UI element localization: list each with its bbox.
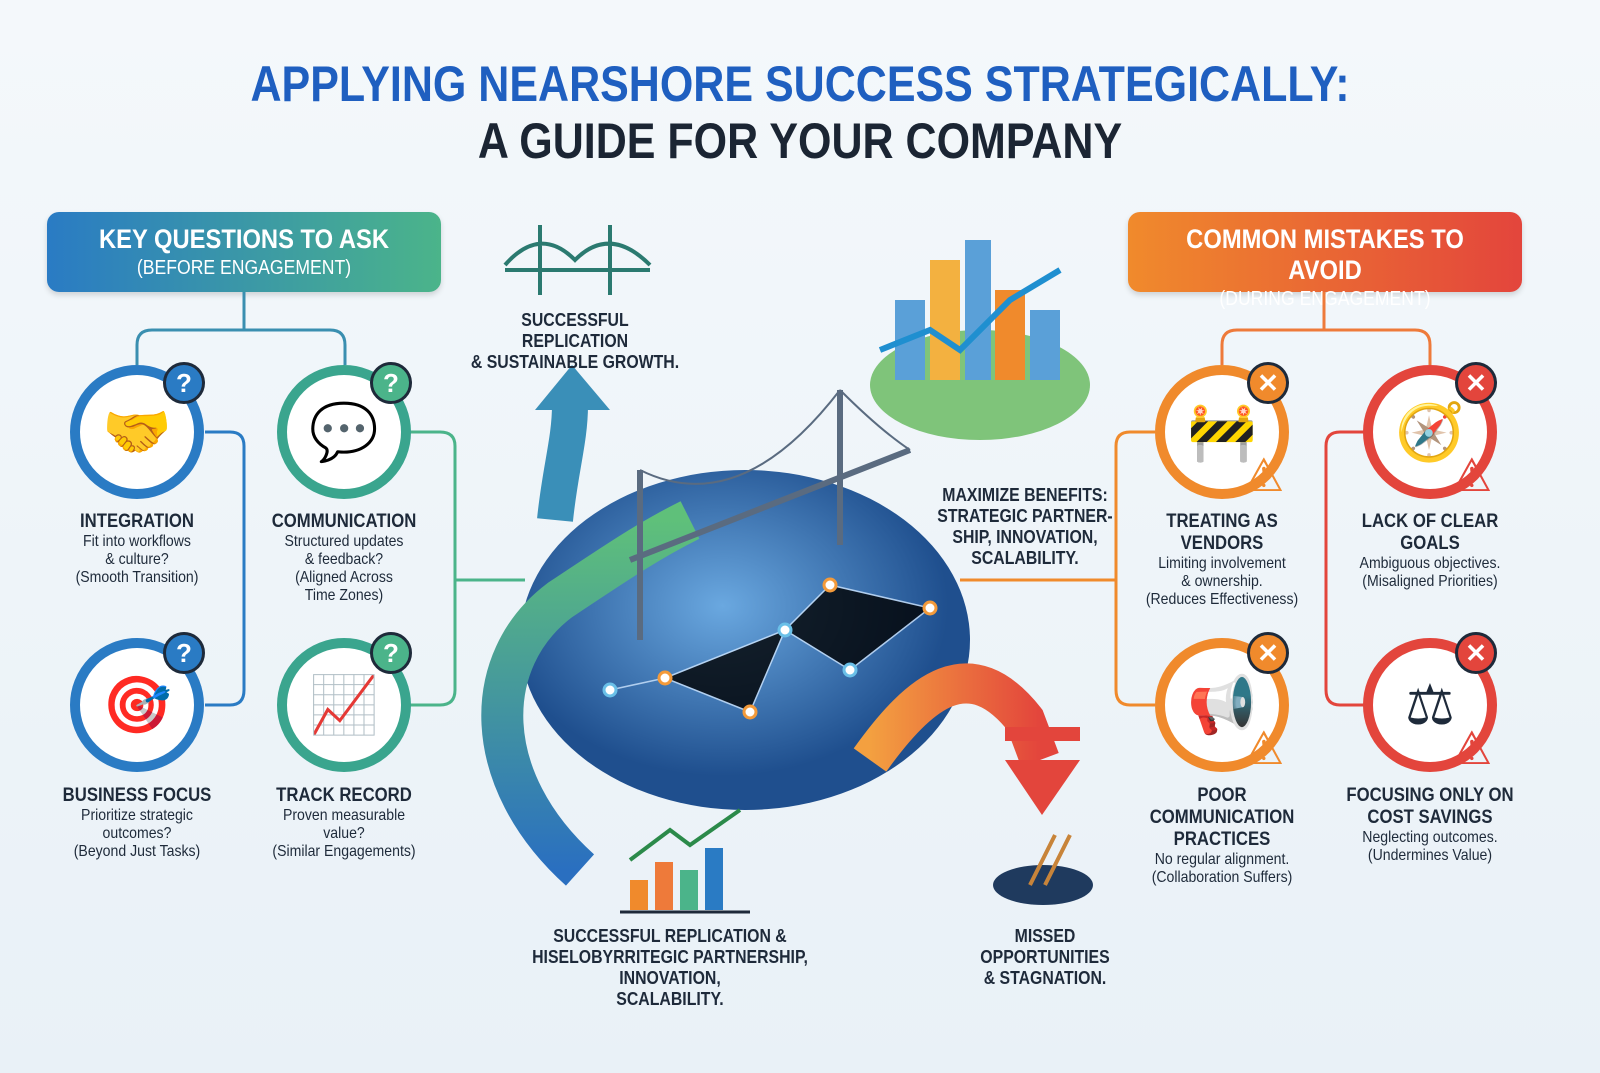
chart-check-icon: 📈 [277,638,411,772]
question-desc: Fit into workflows & culture? (Smooth Tr… [75,533,199,586]
growth-caption: SUCCESSFUL REPLICATION & SUSTAINABLE GRO… [470,310,680,372]
x-badge-icon: ✕ [1455,632,1497,674]
globe [520,470,970,810]
question-title: TRACK RECORD [276,785,412,806]
title-line-2: A GUIDE FOR YOUR COMPANY [477,113,1123,169]
up-arrow [535,365,610,410]
warning-icon: ⚠ [1243,722,1285,774]
bridge [628,389,912,640]
header-title: KEY QUESTIONS TO ASK [98,224,390,254]
question-title: COMMUNICATION [271,511,417,532]
warning-icon: ⚠ [1243,449,1285,501]
question-desc: Prioritize strategic outcomes? (Beyond J… [73,807,201,860]
replication-caption: SUCCESSFUL REPLICATION & HISELOBYRRITEGI… [532,926,808,1009]
barrier-icon: 🚧 [1155,365,1289,499]
question-badge-icon: ? [370,362,412,404]
missed-opportunities-caption: MISSED OPPORTUNITIES & STAGNATION. [980,926,1110,988]
warning-icon: ⚠ [1451,449,1493,501]
warning-icon: ⚠ [1451,722,1493,774]
road-green [481,501,700,886]
x-badge-icon: ✕ [1247,362,1289,404]
header-title: COMMON MISTAKES TO AVOID [1186,224,1464,285]
question-badge-icon: ? [163,632,205,674]
bridge-icon [503,225,652,295]
mistake-title: TREATING AS VENDORS [1166,511,1278,554]
mistake-desc: Limiting involvement & ownership. (Reduc… [1145,555,1299,608]
communication-icon: 💬 [277,365,411,499]
megaphone-icon: 📢 [1155,638,1289,772]
mistake-desc: Ambiguous objectives. (Misaligned Priori… [1359,555,1501,590]
down-arrow [1005,760,1080,815]
mistake-title: FOCUSING ONLY ON COST SAVINGS [1346,785,1514,828]
key-questions-header: KEY QUESTIONS TO ASK (BEFORE ENGAGEMENT) [47,212,441,292]
header-subtitle: (BEFORE ENGAGEMENT) [136,257,352,279]
mistake-desc: No regular alignment. (Collaboration Suf… [1151,851,1293,886]
mistake-title: LACK OF CLEAR GOALS [1361,511,1499,554]
bar-chart-icon [620,808,750,914]
question-title: INTEGRATION [80,511,194,532]
question-badge-icon: ? [163,362,205,404]
mistake-desc: Neglecting outcomes. (Undermines Value) [1362,829,1498,864]
city-icon [895,240,1060,380]
barrier-pit-icon [993,727,1093,905]
title-line-1: APPLYING NEARSHORE SUCCESS STRATEGICALLY… [250,56,1350,112]
question-desc: Proven measurable value? (Similar Engage… [272,807,416,860]
scale-dollar-icon: ⚖ [1363,638,1497,772]
road-orange [853,663,1059,772]
question-desc: Structured updates & feedback? (Aligned … [284,533,404,604]
mistake-title: POOR COMMUNICATION PRACTICES [1149,785,1295,850]
maximize-benefits-caption: MAXIMIZE BENEFITS: STRATEGIC PARTNER- SH… [937,485,1113,568]
x-badge-icon: ✕ [1247,632,1289,674]
x-badge-icon: ✕ [1455,362,1497,404]
question-title: BUSINESS FOCUS [62,785,212,806]
question-badge-icon: ? [370,632,412,674]
